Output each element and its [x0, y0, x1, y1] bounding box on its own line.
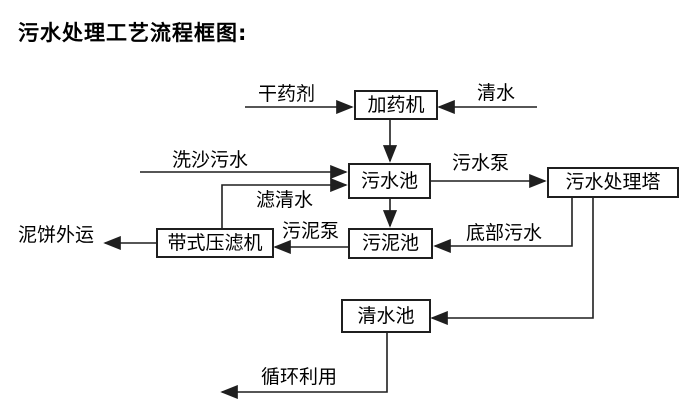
node-sludge-pool: 污泥池 — [348, 228, 433, 259]
node-sewage-treatment-tower: 污水处理塔 — [547, 167, 679, 198]
edge-treatment-tower-to-sludge-pool — [433, 197, 573, 254]
edge-label-mud-cake-out: 泥饼外运 — [18, 224, 95, 246]
edge-belt-filter-press-to-sewage-pool — [221, 177, 348, 228]
edge-label-sewage-pump: 污水泵 — [452, 152, 510, 174]
node-clear-water-pool: 清水池 — [341, 299, 431, 333]
edge-label-filtered-water: 滤清水 — [256, 189, 314, 211]
node-sewage-pool: 污水池 — [348, 163, 431, 199]
edge-label-sand-wash-sewage: 洗沙污水 — [172, 149, 249, 171]
diagram-title: 污水处理工艺流程框图: — [18, 21, 248, 45]
edge-label-clear-water: 清水 — [477, 82, 516, 104]
edge-label-sludge-pump: 污泥泵 — [282, 220, 340, 242]
edge-label-recycling: 循环利用 — [261, 366, 338, 388]
edge-treatment-tower-to-clear-water-pool — [430, 197, 594, 326]
edge-label-dry-chemical: 干药剂 — [258, 83, 316, 105]
node-dosing-machine: 加药机 — [354, 90, 438, 120]
edge-clear-water-pool-to-recycling — [220, 332, 388, 400]
edge-label-bottom-sewage: 底部污水 — [466, 222, 543, 244]
node-belt-filter-press: 带式压滤机 — [156, 228, 274, 258]
